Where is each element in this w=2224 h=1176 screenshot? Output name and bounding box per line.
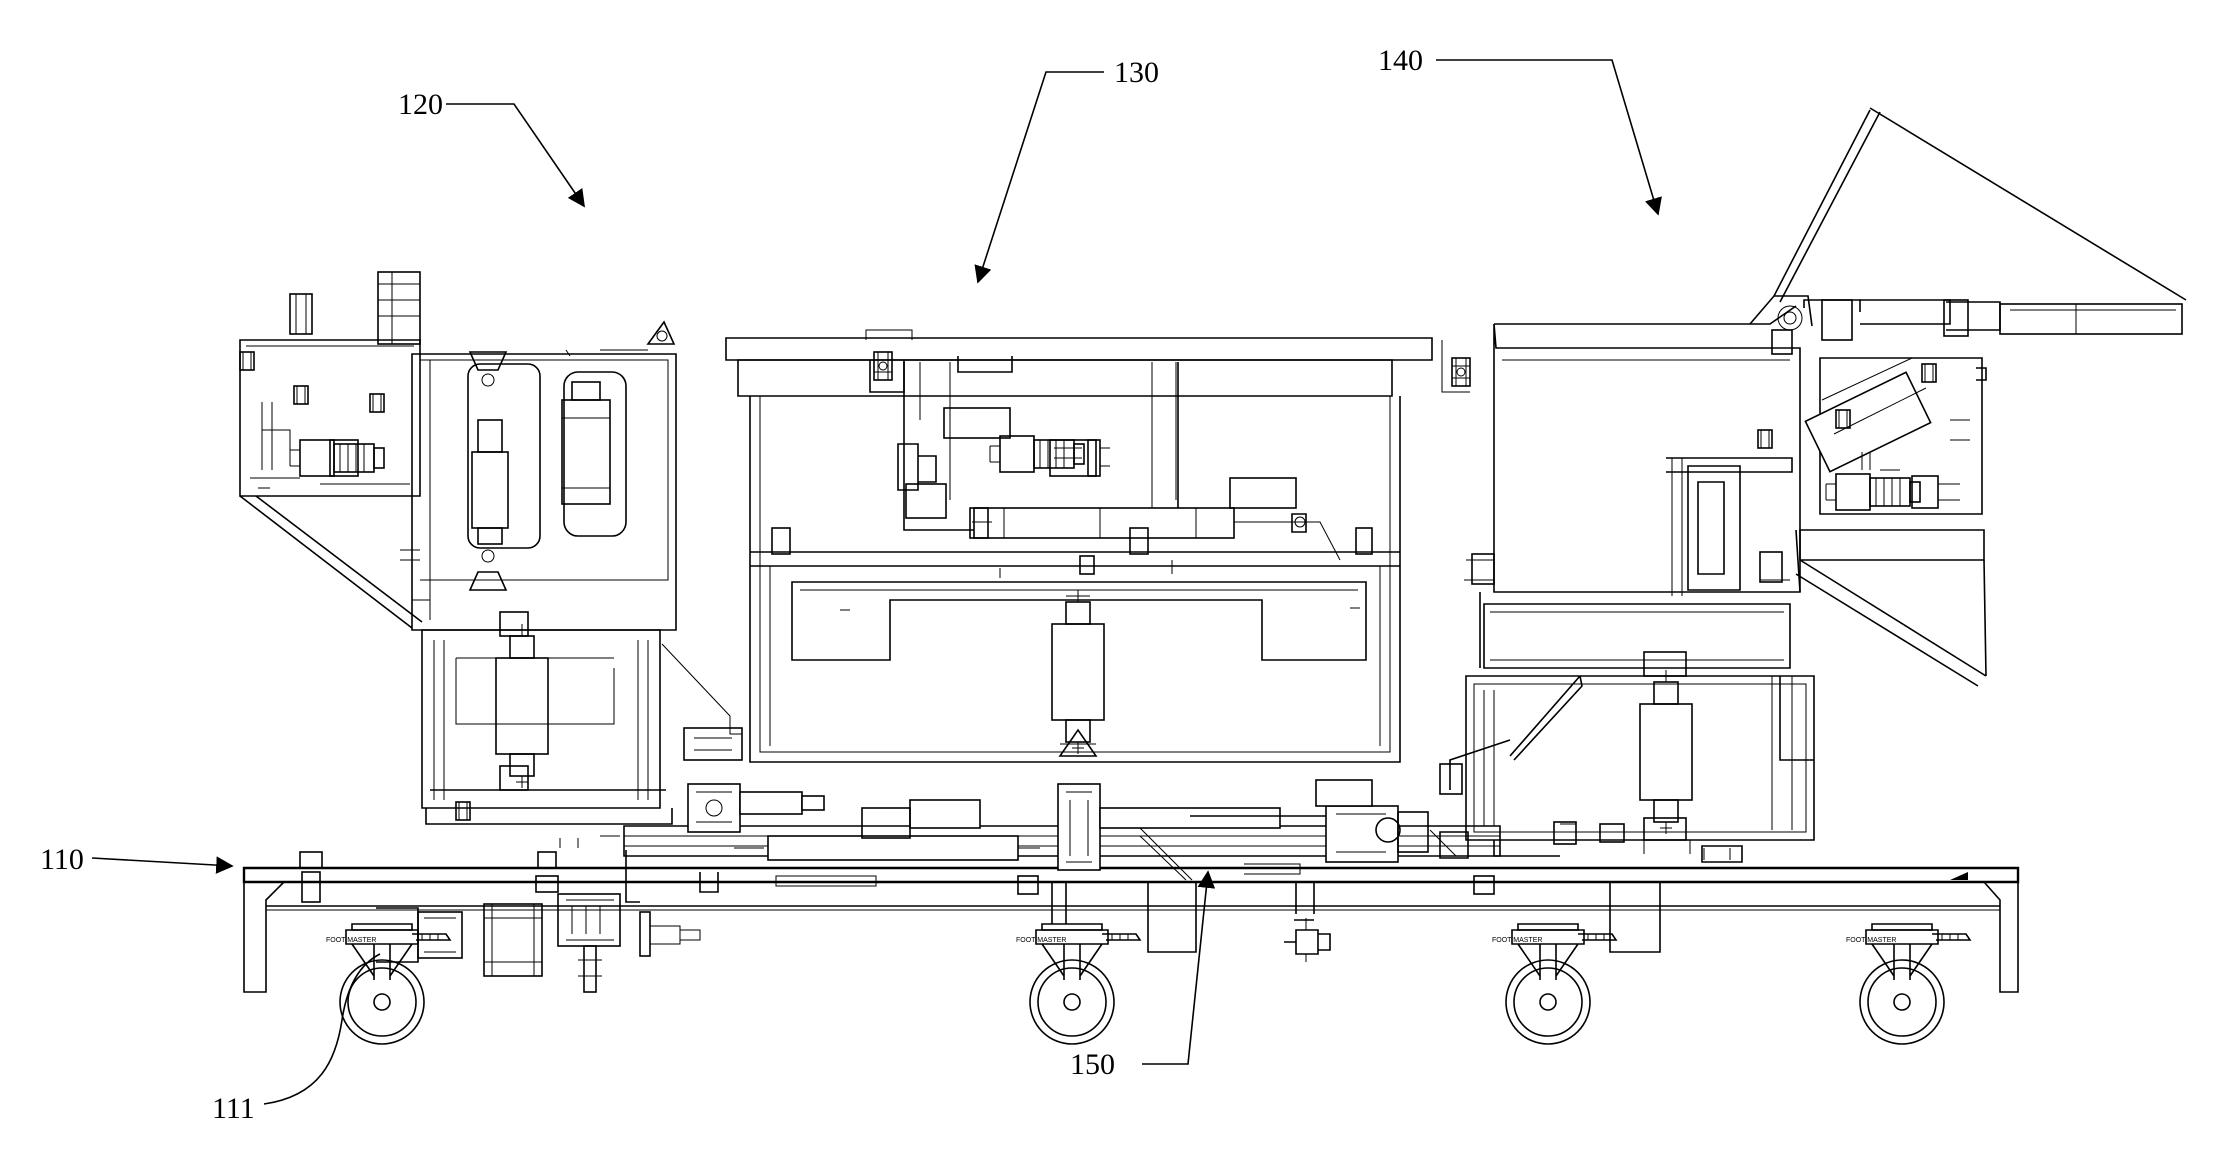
reference-callouts: 120 130 140 110 150 111: [40, 44, 1662, 1125]
ref-140: 140: [1378, 44, 1423, 77]
caster-wheel-1: FOOT MASTER: [326, 923, 451, 1045]
leader-120: [446, 103, 585, 208]
ref-120: 120: [398, 88, 443, 121]
leader-110: [91, 856, 234, 874]
leader-111: [263, 953, 381, 1105]
ref-130: 130: [1114, 56, 1159, 89]
drive-assembly: [376, 893, 1314, 993]
leader-140: [1436, 59, 1662, 216]
left-module: [239, 271, 743, 848]
right-module: [1439, 107, 2187, 863]
caster-wheel-2: FOOT MASTER: [1016, 923, 1141, 1045]
center-module: [725, 329, 1471, 763]
ref-110: 110: [40, 843, 84, 876]
base-frame: [242, 851, 2020, 993]
caster-brand-label-4: FOOT MASTER: [1846, 937, 1896, 944]
caster-brand-label-2: FOOT MASTER: [1016, 937, 1066, 944]
caster-wheel-3: FOOT MASTER: [1492, 923, 1617, 1045]
leader-150: [1142, 870, 1216, 1065]
slide-mechanism: [623, 779, 1501, 903]
caster-brand-label-3: FOOT MASTER: [1492, 937, 1542, 944]
leader-130: [974, 71, 1104, 284]
caster-wheel-4: FOOT MASTER: [1846, 923, 1971, 1045]
ref-150: 150: [1070, 1048, 1115, 1081]
ref-111: 111: [212, 1092, 255, 1125]
caster-brand-label-1: FOOT MASTER: [326, 937, 376, 944]
